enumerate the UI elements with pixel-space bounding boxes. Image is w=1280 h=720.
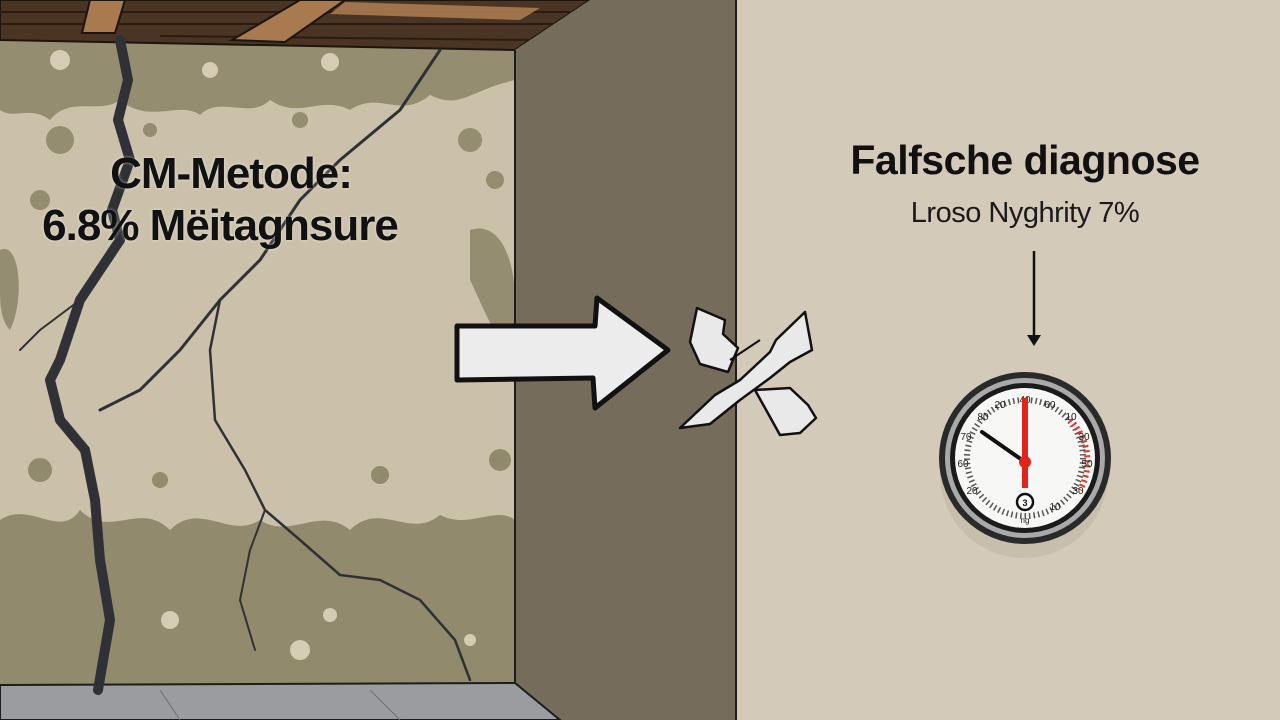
- false-diagnosis-subtitle: Lroso Nyghrity 7%: [910, 197, 1140, 229]
- gauge-unit-label: ng: [1021, 516, 1030, 525]
- hygrometer-gauge: 20 40 60 80 10 70 30 60 50 20 30 10 3 ng: [939, 372, 1111, 558]
- arrow-right-icon: [454, 295, 671, 411]
- dial-label: 60: [1044, 400, 1056, 411]
- dial-label: 80: [977, 412, 989, 423]
- floor: [0, 681, 562, 720]
- dial-label: 20: [966, 486, 978, 497]
- wall-cracks: [19, 35, 472, 695]
- cm-method-title: CM-Metode:: [110, 149, 353, 198]
- gauge-needle-red: [1022, 398, 1028, 488]
- dial-label: 50: [1081, 459, 1093, 470]
- false-diagnosis-title: Falfsche diagnose: [850, 137, 1200, 183]
- dial-label: 10: [1049, 502, 1061, 513]
- left-wall: [0, 30, 515, 685]
- dial-label: 20: [994, 400, 1006, 411]
- dial-label: 60: [957, 459, 969, 470]
- gauge-center-mark: 3: [1022, 498, 1027, 508]
- cm-method-label: CM-Metode: 6.8% Mëitagnsure: [0, 148, 440, 252]
- cm-method-value: 6.8% Mëitagnsure: [42, 201, 399, 250]
- dial-label: 30: [1072, 486, 1084, 497]
- ceiling-beams: [0, 0, 592, 52]
- dial-label: 70: [960, 432, 972, 443]
- arrow-down-icon: [1027, 251, 1041, 346]
- broken-fragments-icon: [678, 306, 818, 437]
- dial-label: 10: [1065, 412, 1077, 423]
- dial-label: 30: [1078, 432, 1090, 443]
- gauge-needle-black: [980, 430, 1027, 464]
